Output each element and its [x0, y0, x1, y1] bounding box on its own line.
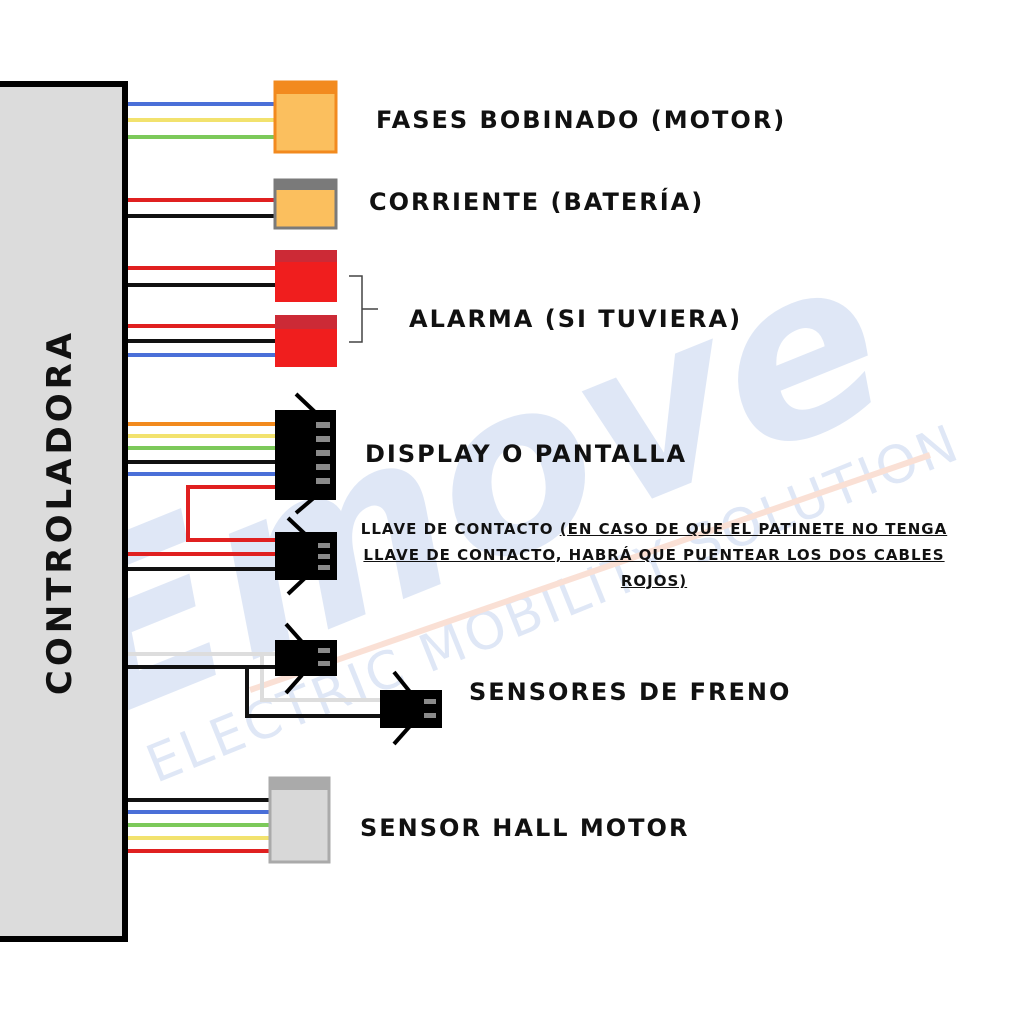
wire-black-branch — [245, 667, 380, 718]
hall-connector — [268, 776, 331, 864]
alarm-connector-1 — [275, 250, 337, 302]
wire-red-bridge — [186, 485, 275, 542]
controller-box — [0, 81, 128, 942]
alarm-wires — [128, 266, 275, 357]
brake-connector-1 — [275, 622, 337, 695]
power-connector — [273, 178, 338, 230]
brake-wires — [128, 652, 380, 718]
controller-label: CONTROLADORA — [40, 328, 80, 696]
phases-wires — [128, 102, 275, 139]
brake-connector-2 — [380, 670, 442, 746]
hall-wires — [128, 798, 270, 853]
display-connector — [275, 392, 336, 515]
key-label: LLAVE DE CONTACTO (EN CASO DE QUE EL PAT… — [358, 516, 950, 594]
display-wires — [128, 422, 275, 476]
watermark: Emove ELECTRIC MOBILITY SOLUTION — [22, 202, 969, 795]
display-label: DISPLAY O PANTALLA — [365, 440, 688, 468]
key-wires — [128, 485, 275, 571]
watermark-stripe — [249, 452, 931, 693]
key-label-prefix: LLAVE DE CONTACTO — [360, 520, 560, 538]
alarm-label: ALARMA (SI TUVIERA) — [409, 305, 743, 333]
power-wires — [128, 198, 275, 218]
alarm-bracket — [349, 275, 378, 343]
brake-label: SENSORES DE FRENO — [469, 678, 792, 706]
phases-connector — [273, 80, 338, 154]
power-label: CORRIENTE (BATERÍA) — [369, 188, 705, 216]
phases-label: FASES BOBINADO (MOTOR) — [376, 106, 787, 134]
key-label-note: (EN CASO DE QUE EL PATINETE NO TENGA LLA… — [363, 520, 948, 590]
key-connector — [275, 516, 337, 596]
alarm-connector-2 — [275, 315, 337, 367]
hall-label: SENSOR HALL MOTOR — [360, 814, 690, 842]
